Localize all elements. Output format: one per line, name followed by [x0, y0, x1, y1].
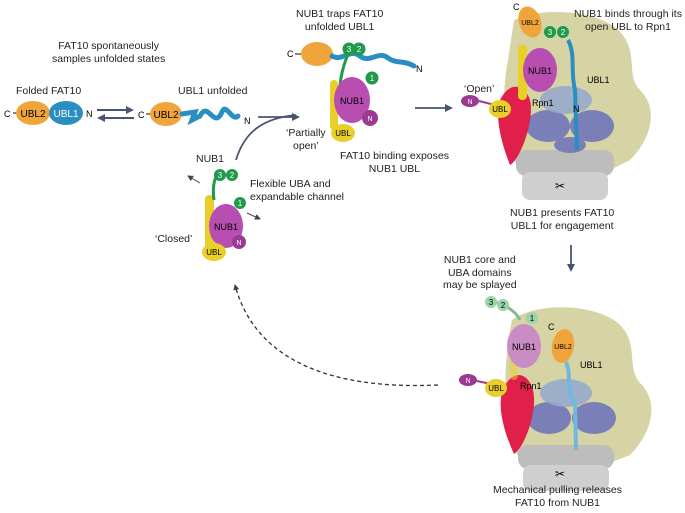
- svg-text:3: 3: [218, 171, 223, 180]
- svg-text:3: 3: [548, 28, 553, 37]
- svg-text:2: 2: [357, 45, 362, 54]
- svg-text:3: 3: [347, 45, 352, 54]
- caption-binds-through: NUB1 binds through its open UBL to Rpn1: [574, 8, 682, 33]
- caption-mechanical: Mechanical pulling releases FAT10 from N…: [493, 484, 622, 509]
- nub1-core: [334, 77, 370, 123]
- svg-text:NUB1: NUB1: [340, 96, 364, 106]
- svg-text:UBL2: UBL2: [554, 344, 572, 351]
- nub1-closed: 3 2 1 NUB1 N UBL: [187, 169, 261, 261]
- svg-text:UBL2: UBL2: [521, 20, 539, 27]
- svg-text:C: C: [513, 2, 520, 12]
- ubl2-domain: [301, 42, 333, 66]
- caption-nub1-traps: NUB1 traps FAT10 unfolded UBL1: [296, 8, 384, 33]
- folded-fat10: C UBL2 UBL1 N: [4, 101, 93, 125]
- caption-closed: ‘Closed’: [155, 233, 193, 245]
- unfolded-ubl1-chain: [179, 106, 241, 126]
- caption-samples-unfolded: FAT10 spontaneously samples unfolded sta…: [52, 40, 166, 65]
- svg-text:NUB1: NUB1: [512, 342, 536, 352]
- svg-text:UBL2: UBL2: [20, 109, 45, 120]
- svg-text:N: N: [573, 104, 580, 114]
- c-terminus-label: C: [4, 109, 11, 119]
- svg-text:UBL1: UBL1: [580, 360, 603, 370]
- svg-text:UBL: UBL: [492, 105, 508, 114]
- n-terminus-label: N: [86, 109, 93, 119]
- ubl1-domain: [49, 101, 83, 125]
- caption-flexible-uba: Flexible UBA and expandable channel: [250, 178, 344, 203]
- svg-text:2: 2: [501, 301, 506, 310]
- return-arrow: [233, 284, 439, 387]
- caption-nub1: NUB1: [196, 153, 225, 165]
- svg-text:UBL: UBL: [335, 129, 351, 138]
- caption-splayed: NUB1 core and UBA domains may be splayed: [443, 254, 517, 292]
- svg-text:1: 1: [530, 314, 535, 323]
- svg-text:UBL1: UBL1: [587, 75, 610, 85]
- svg-text:Rpn1: Rpn1: [532, 98, 554, 108]
- caption-binding-exposes: FAT10 binding exposes NUB1 UBL: [340, 150, 449, 175]
- svg-text:Rpn1: Rpn1: [520, 381, 542, 391]
- ubl2-domain: [16, 101, 50, 125]
- svg-text:N: N: [367, 116, 372, 123]
- svg-text:C: C: [548, 322, 555, 332]
- svg-text:3: 3: [489, 298, 494, 307]
- svg-text:N: N: [465, 378, 470, 385]
- svg-text:N: N: [416, 64, 423, 74]
- nub1-trap-complex: C N 3 2 1 NUB1 N UBL: [287, 42, 423, 142]
- svg-text:2: 2: [230, 171, 235, 180]
- svg-text:1: 1: [370, 74, 375, 83]
- svg-text:2: 2: [561, 28, 566, 37]
- svg-text:1: 1: [238, 199, 243, 208]
- svg-text:C: C: [138, 110, 145, 120]
- caption-presents: NUB1 presents FAT10 UBL1 for engagement: [510, 207, 615, 232]
- svg-text:UBL: UBL: [206, 248, 222, 257]
- svg-text:N: N: [244, 116, 251, 126]
- svg-text:C: C: [287, 49, 294, 59]
- caption-folded-fat10: Folded FAT10: [16, 85, 82, 97]
- svg-text:N: N: [236, 240, 241, 247]
- svg-text:UBL2: UBL2: [153, 110, 178, 121]
- ubl2-domain: [150, 102, 182, 126]
- unfolded-fat10: C UBL2 N: [138, 102, 251, 126]
- caption-ubl1-unfolded: UBL1 unfolded: [178, 85, 248, 97]
- equilibrium-arrows: [97, 106, 134, 122]
- arrow-to-trap: [235, 113, 300, 161]
- svg-text:✂: ✂: [555, 179, 565, 193]
- proteasome-bottom: Rpn1 NUB1 3 2 1 UBL2 C UBL1 N UBL ✂: [459, 296, 652, 491]
- svg-text:✂: ✂: [555, 467, 565, 481]
- svg-text:UBL1: UBL1: [53, 109, 78, 120]
- proteasome-top: Rpn1 NUB1 UBL2 C 3 2 N UBL1 N UBL ✂: [461, 2, 651, 200]
- svg-text:N: N: [467, 99, 472, 106]
- caption-partially-open: ‘Partially open’: [286, 127, 326, 152]
- svg-text:UBL: UBL: [488, 384, 504, 393]
- svg-text:NUB1: NUB1: [214, 222, 238, 232]
- nub1-ubl: [331, 124, 355, 142]
- caption-open: ‘Open’: [464, 83, 495, 95]
- svg-text:NUB1: NUB1: [528, 66, 552, 76]
